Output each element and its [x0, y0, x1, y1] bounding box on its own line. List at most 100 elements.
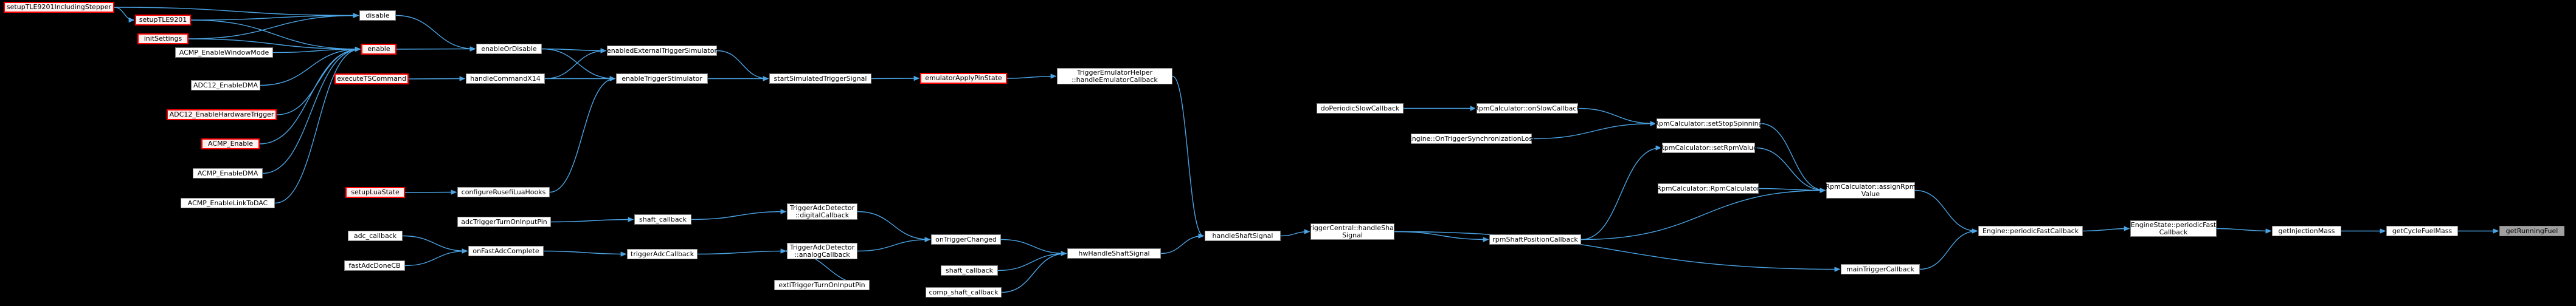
edge-n16-n22	[541, 48, 616, 81]
edge-n1-n10	[190, 13, 359, 21]
edge-n46-n47	[2082, 226, 2130, 232]
edge-n5-n11	[260, 46, 361, 86]
edge-n9-n11	[274, 46, 361, 204]
graph-node-acmp-enabledma[interactable]: ACMP_EnableDMA	[193, 168, 263, 178]
edge-n13-n18	[404, 189, 457, 195]
edge-n7-n11	[259, 46, 361, 144]
graph-node-adctriggerturnoninputpin[interactable]: adcTriggerTurnOnInputPin	[457, 217, 551, 227]
graph-node-rpmshaftpositioncallback[interactable]: rpmShaftPositionCallback	[1489, 234, 1581, 245]
graph-node-getrunningfuel[interactable]: getRunningFuel	[2499, 226, 2564, 236]
graph-node-triggeremulatorhelper-handleemulatorcallback[interactable]: TriggerEmulatorHelper ::handleEmulatorCa…	[1057, 68, 1172, 84]
graph-node-initsettings[interactable]: initSettings	[137, 33, 189, 44]
edge-n42-n44	[1754, 147, 1826, 193]
graph-node-setuptle9201[interactable]: setupTLE9201	[135, 15, 191, 25]
edge-n16-n21	[541, 48, 607, 53]
graph-node-adc-callback[interactable]: adc_callback	[348, 231, 403, 241]
edge-n0-n1	[114, 7, 135, 23]
graph-node-rpmcalculator-assignrpm-value[interactable]: RpmCalculator::assignRpm Value	[1825, 182, 1916, 199]
edge-n1-n11	[190, 19, 361, 52]
edge-n0-n10	[114, 7, 359, 18]
edge-n44-n46	[1914, 189, 1978, 234]
graph-node-configurerusefiluahooks[interactable]: configureRusefiLuaHooks	[457, 187, 550, 197]
edge-n12-n17	[408, 76, 466, 81]
graph-node-doperiodicslowcallback[interactable]: doPeriodicSlowCallback	[1317, 103, 1404, 114]
edge-n2-n11	[188, 38, 361, 52]
graph-node-triggeradcdetector-analogcallback[interactable]: TriggerAdcDetector ::analogCallback	[787, 243, 857, 259]
graph-node-triggeradccallback[interactable]: triggerAdcCallback	[627, 249, 698, 259]
graph-node-engine-periodicfastcallback[interactable]: Engine::periodicFastCallback	[1978, 226, 2083, 236]
graph-node-shaft-callback[interactable]: shaft_callback	[941, 265, 998, 276]
graph-node-setuptle9201includingstepper[interactable]: setupTLE9201IncludingStepper	[4, 2, 114, 13]
edge-n18-n22	[549, 76, 616, 193]
edge-n26-n30	[857, 211, 931, 242]
edge-n47-n48	[2216, 228, 2272, 234]
edge-n45-n46	[1919, 228, 1978, 270]
graph-node-extitriggerturnoninputpin[interactable]: extiTriggerTurnOnInputPin	[774, 280, 870, 290]
graph-node-startsimulatedtriggersignal[interactable]: startSimulatedTriggerSignal	[769, 73, 871, 84]
edge-n15-n20	[404, 248, 468, 267]
graph-node-hwhandleshaftsignal[interactable]: hwHandleShaftSignal	[1067, 248, 1161, 259]
graph-node-triggercentral-handleshaft-signal[interactable]: TriggerCentral::handleShaft Signal	[1306, 223, 1399, 240]
edge-n19-n23	[550, 217, 634, 223]
graph-node-enginestate-periodicfast-callback[interactable]: EngineState::periodicFast Callback	[2130, 220, 2217, 237]
edge-n40-n42	[1581, 145, 1662, 240]
graph-node-rpmcalculator-onslowcallback[interactable]: RpmCalculator::onSlowCallback	[1474, 103, 1581, 114]
graph-node-setupluastate[interactable]: setupLuaState	[345, 187, 405, 198]
edge-n8-n11	[262, 46, 361, 174]
edge-n33-n35	[1172, 75, 1205, 239]
edge-n39-n45	[1394, 231, 1841, 272]
graph-node-rpmcalculator-rpmcalculator[interactable]: RpmCalculator::RpmCalculator	[1657, 183, 1760, 194]
edge-n31-n34	[997, 251, 1067, 271]
graph-node-comp-shaft-callback[interactable]: comp_shaft_callback	[926, 287, 1002, 298]
edge-n25-n29	[871, 75, 920, 81]
graph-node-onfastadccomplete[interactable]: onFastAdcComplete	[468, 246, 544, 256]
graph-node-enable[interactable]: enable	[361, 44, 396, 55]
edge-n43-n44	[1758, 188, 1826, 193]
graph-node-getinjectionmass[interactable]: getInjectionMass	[2272, 226, 2341, 236]
graph-node-handlecommandx14[interactable]: handleCommandX14	[466, 73, 545, 84]
edge-n29-n33	[1006, 73, 1057, 79]
graph-node-executetscommand[interactable]: executeTSCommand	[334, 73, 409, 84]
graph-node-getcyclefuelmass[interactable]: getCycleFuelMass	[2386, 226, 2458, 236]
edge-n40-n44	[1581, 188, 1826, 240]
graph-node-rpmcalculator-setstopspinning[interactable]: RpmCalculator::setStopSpinning	[1654, 118, 1763, 129]
graph-node-ontriggerchanged[interactable]: onTriggerChanged	[931, 234, 1001, 245]
edge-n3-n11	[272, 46, 361, 53]
edge-n38-n41	[1577, 107, 1657, 126]
graph-node-triggeradcdetector-digitalcallback[interactable]: TriggerAdcDetector ::digitalCallback	[787, 203, 857, 220]
edge-n17-n21	[544, 48, 607, 80]
graph-node-enableordisable[interactable]: enableOrDisable	[476, 44, 542, 54]
graph-node-enabledexternaltriggersimulator[interactable]: enabledExternalTriggerSimulator	[607, 46, 717, 56]
graph-node-rpmcalculator-setrpmvalue[interactable]: RpmCalculator::setRpmValue	[1660, 143, 1757, 153]
edge-n27-n30	[857, 237, 931, 252]
edge-n34-n35	[1160, 233, 1205, 254]
edge-n39-n40	[1394, 231, 1489, 242]
edge-n30-n34	[1000, 239, 1067, 256]
graph-node-adc12-enabledma[interactable]: ADC12_EnableDMA	[191, 80, 260, 90]
graph-node-adc12-enablehardwaretrigger[interactable]: ADC12_EnableHardwareTrigger	[167, 109, 277, 120]
edge-n2-n10	[188, 13, 359, 39]
graph-node-handleshaftsignal[interactable]: handleShaftSignal	[1205, 231, 1281, 241]
edge-n21-n25	[716, 50, 769, 81]
graph-node-acmp-enablelinktodac[interactable]: ACMP_EnableLinkToDAC	[181, 198, 275, 208]
edge-n41-n44	[1760, 123, 1826, 193]
graph-node-shaft-callback[interactable]: shaft_callback	[634, 214, 691, 225]
graph-node-engine-ontriggersynchronizationlost[interactable]: Engine::OnTriggerSynchronizationLost	[1408, 134, 1535, 144]
edge-n23-n26	[691, 209, 787, 220]
edge-n35-n39	[1280, 229, 1311, 237]
graph-node-emulatorapplypinstate[interactable]: emulatorApplyPinState	[920, 73, 1007, 84]
graph-node-maintriggercallback[interactable]: mainTriggerCallback	[1841, 264, 1920, 274]
edge-n37-n41	[1531, 121, 1657, 140]
graph-node-acmp-enablewindowmode[interactable]: ACMP_EnableWindowMode	[175, 47, 273, 58]
edge-n14-n20	[402, 235, 468, 254]
graph-node-enabletriggerstimulator[interactable]: enableTriggerStimulator	[616, 73, 708, 84]
graph-node-disable[interactable]: disable	[359, 10, 396, 21]
edge-n10-n16	[395, 15, 476, 52]
edge-n32-n34	[1001, 251, 1067, 293]
graph-node-fastadcdonecb[interactable]: fastAdcDoneCB	[344, 260, 405, 271]
graph-node-acmp-enable[interactable]: ACMP_Enable	[201, 138, 260, 149]
edge-n24-n27	[697, 248, 787, 255]
edge-n11-n16	[396, 46, 476, 52]
